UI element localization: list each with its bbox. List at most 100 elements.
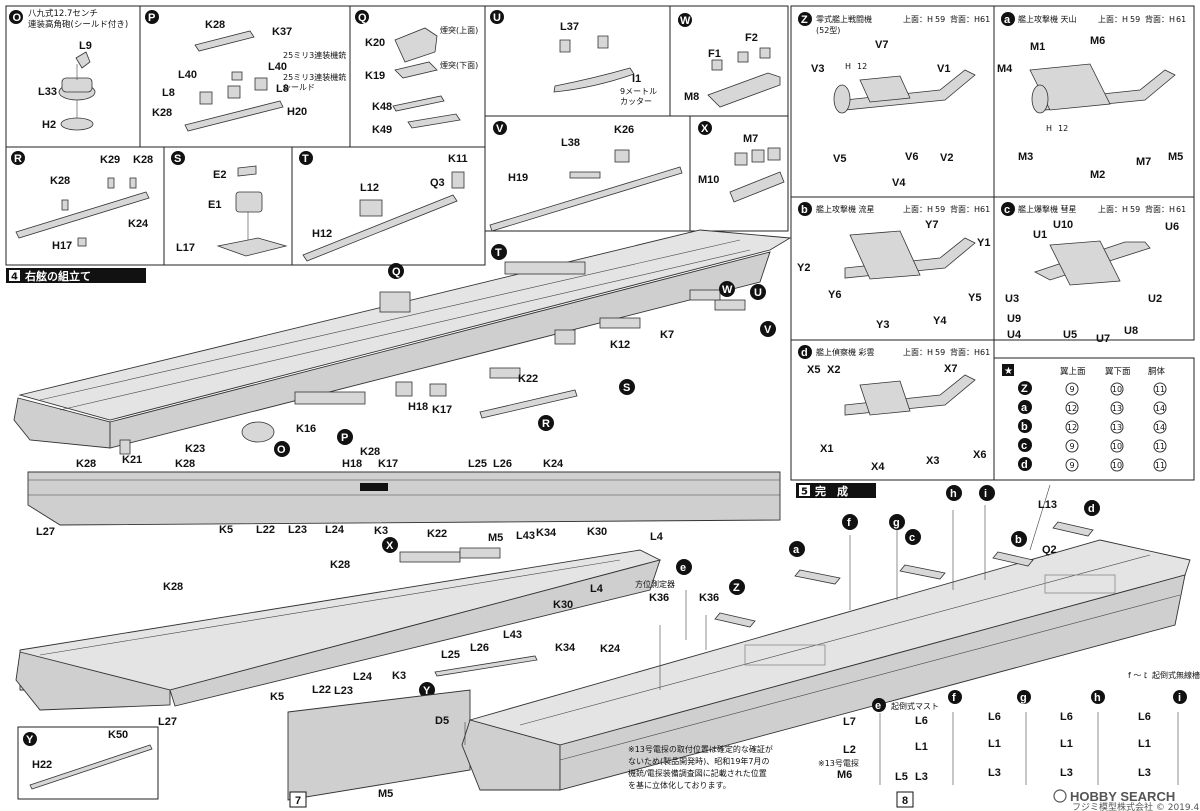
part-label: K24: [128, 218, 149, 230]
callout-S: S: [623, 382, 630, 394]
part-label: L5: [895, 771, 908, 783]
section-number: 5: [801, 487, 808, 498]
table-header: 翼上面: [1060, 367, 1086, 377]
part-label: Y3: [876, 319, 889, 331]
callout-X: X: [386, 540, 394, 552]
part-label: K16: [296, 423, 316, 435]
section-5-banner: 5 完 成: [796, 483, 876, 498]
part-label: L25: [468, 458, 487, 470]
decal-back: 背面：H: [1145, 204, 1175, 214]
step-R-marker: R: [14, 153, 22, 165]
decal-back-ref: 61: [980, 348, 990, 357]
section-title: 右舷の組立て: [24, 269, 91, 283]
part-label: L22: [256, 524, 275, 536]
note-text: 9メートル: [620, 87, 657, 96]
note-text: 25ミリ3連装機銃: [283, 72, 346, 82]
part-label: L22: [312, 684, 331, 696]
part-label: K23: [185, 443, 205, 455]
part-label: L13: [1038, 499, 1057, 511]
step-V-panel: V L38 K26 H19: [484, 115, 691, 232]
part-label: X2: [827, 364, 840, 376]
decal-upper-ref: 59: [1130, 205, 1140, 214]
decal-upper-ref: 59: [935, 15, 945, 24]
decal-number-ring: [1110, 382, 1124, 396]
step-P-marker: P: [148, 12, 155, 24]
step-a-marker: a: [1004, 14, 1011, 26]
part-label: X1: [820, 443, 833, 455]
decal-number: 14: [1155, 423, 1165, 432]
step-a-panel: a 艦上攻撃機 天山 上面：H 59 背面：H 61 M6 M1 M4 H 12…: [993, 5, 1195, 198]
decal-back-ref: 61: [1176, 15, 1186, 24]
callout-f: f: [847, 517, 851, 529]
step-d-marker: d: [801, 347, 808, 359]
hull-profile-diagram: K28 K28 H18 K28 K17 L25 L26 K24 L27 K5 L…: [27, 446, 781, 544]
part-label: L3: [1138, 767, 1151, 779]
mast-i-marker: i: [1178, 692, 1181, 704]
decal-back-ref: 61: [980, 205, 990, 214]
part-label: L2: [843, 744, 856, 756]
aircraft-title: 艦上攻撃機 天山: [1018, 14, 1077, 24]
part-label: Q3: [430, 177, 445, 189]
decal-number-ring: [1065, 439, 1079, 453]
part-label: L6: [1138, 711, 1151, 723]
part-label: M10: [698, 174, 719, 186]
part-label: D5: [435, 715, 449, 727]
mast-h-marker: h: [1094, 692, 1101, 704]
row-marker: [1018, 438, 1032, 452]
part-label: K17: [432, 404, 452, 416]
step-T-marker: T: [302, 153, 309, 165]
part-label: K11: [448, 153, 468, 165]
part-label: K28: [76, 458, 96, 470]
decal-upper-ref: 59: [935, 205, 945, 214]
callout-a: a: [793, 544, 800, 556]
callout-h: h: [950, 488, 957, 500]
part-label: K24: [543, 458, 564, 470]
row-marker: [1018, 381, 1032, 395]
note-text: 方位測定器: [635, 579, 675, 589]
step-T-panel: T K11 L12 Q3 H12: [291, 146, 486, 266]
part-label: V2: [940, 152, 953, 164]
decal-number: 10: [1112, 442, 1122, 451]
decal-upper: 上面：H: [903, 15, 933, 24]
step-X-marker: X: [701, 123, 709, 135]
part-label: H: [1046, 124, 1052, 133]
step-U-marker: U: [493, 12, 501, 24]
note-text: f ～ i: [1128, 671, 1146, 680]
part-label: K29: [100, 154, 120, 166]
part-label: K5: [270, 691, 284, 703]
part-label: L9: [79, 40, 92, 52]
step-Z-marker: Z: [801, 14, 808, 26]
part-label: L1: [915, 741, 928, 753]
part-label: L24: [325, 524, 345, 536]
decal-number-ring: [1153, 439, 1167, 453]
part-label: K34: [536, 527, 557, 539]
decal-number-ring: [1153, 458, 1167, 472]
step-X-panel: X M7 M10: [689, 115, 789, 232]
starboard-lower-assembly: X K28 K28 L4 K30 L43 L26 K34 K24 L25 K5 …: [15, 537, 662, 728]
decal-number: 14: [1155, 404, 1165, 413]
part-label: M5: [1168, 151, 1183, 163]
decal-number: 13: [1112, 423, 1122, 432]
note-text: シールド: [283, 83, 315, 92]
part-label: M7: [743, 133, 758, 145]
part-label: L43: [503, 629, 522, 641]
part-label: K3: [374, 525, 388, 537]
step-U-panel: U L37 I1 9メートル カッター: [484, 5, 671, 117]
part-label: K28: [330, 559, 350, 571]
page-number: 7: [295, 795, 301, 807]
decal-number: 13: [1112, 404, 1122, 413]
part-label: K28: [133, 154, 153, 166]
decal-back-ref: 61: [1176, 205, 1186, 214]
decal-number-ring: [1110, 458, 1124, 472]
part-label: K49: [372, 124, 392, 136]
note-text: 煙突(下面): [440, 60, 478, 70]
footnote: ※13号電探の取付位置は確定的な確証が: [628, 744, 773, 754]
part-label: H12: [312, 228, 332, 240]
step-O-subtitle: 連装高角砲(シールド付き): [28, 19, 128, 30]
part-label: L33: [38, 86, 57, 98]
part-label: 12: [857, 62, 867, 71]
part-label: L23: [288, 524, 307, 536]
mast-g-marker: g: [1020, 692, 1027, 704]
decal-number-ring: [1065, 401, 1079, 415]
